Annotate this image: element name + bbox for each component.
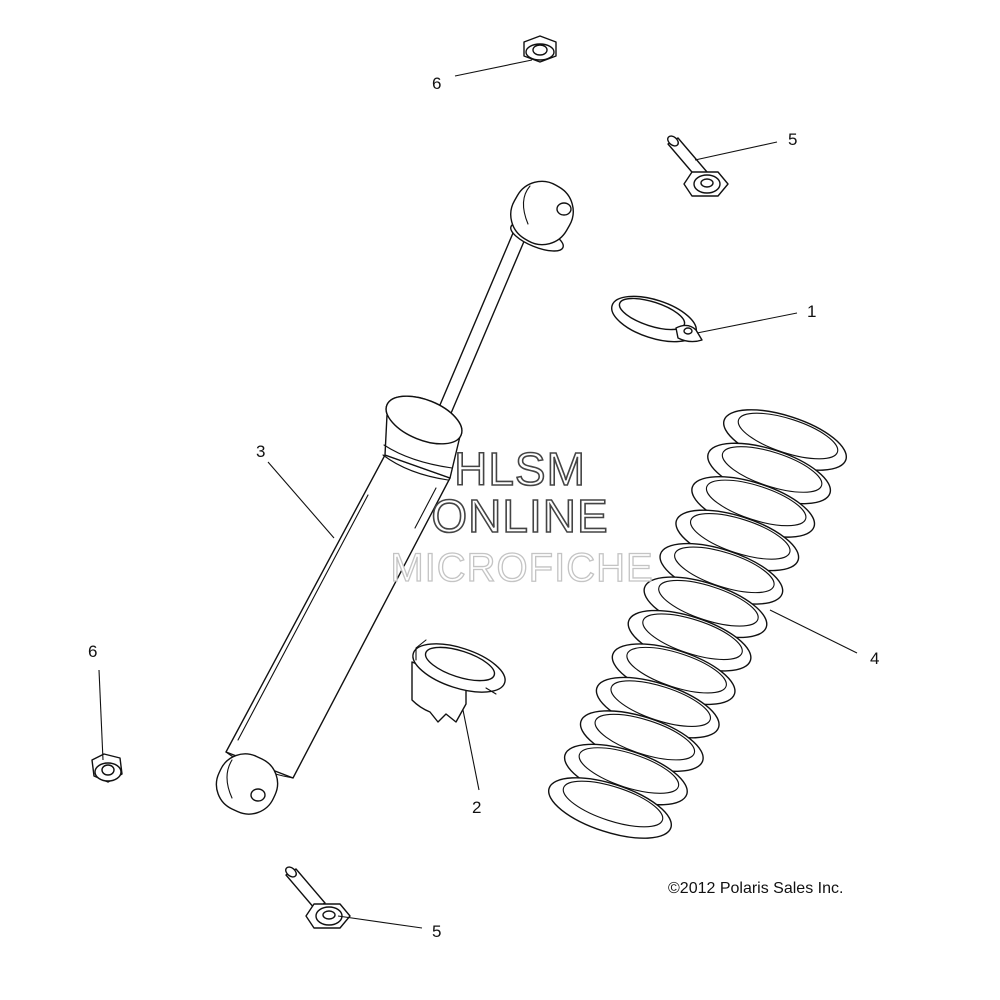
callout-adjuster: 2 <box>472 798 481 817</box>
leader-lines <box>98 59 858 929</box>
leader-bolt-top <box>694 141 778 161</box>
leader-adjuster <box>462 709 480 791</box>
callout-shock: 3 <box>256 442 265 461</box>
spring-adjuster <box>411 639 506 723</box>
nut-left <box>91 753 123 783</box>
nut-top <box>523 35 557 63</box>
leader-spring <box>769 609 858 654</box>
leader-nut-left <box>98 669 104 761</box>
leader-nut-top <box>454 59 533 77</box>
callout-bolt-top: 5 <box>788 130 797 149</box>
watermark: HLSM ONLINE MICROFICHE <box>390 442 654 590</box>
spring-coil-outer <box>547 777 673 839</box>
watermark-line3: MICROFICHE <box>390 546 653 590</box>
copyright-text: ©2012 Polaris Sales Inc. <box>668 880 843 897</box>
callout-nut-left: 6 <box>88 642 97 661</box>
leader-shock <box>267 461 335 539</box>
spring-retainer <box>611 295 703 343</box>
callout-numbers: 6 5 1 3 4 6 2 5 <box>88 74 879 941</box>
callout-retainer: 1 <box>807 302 816 321</box>
shock-absorber <box>215 180 574 815</box>
leader-bolt-bottom <box>337 915 423 929</box>
leader-retainer <box>696 312 798 334</box>
coil-spring <box>547 409 848 839</box>
callout-spring: 4 <box>870 649 879 668</box>
bolt-top <box>667 135 729 197</box>
callout-nut-top: 6 <box>432 74 441 93</box>
bolt-bottom <box>285 866 351 929</box>
watermark-line1: HLSM <box>454 443 586 495</box>
watermark-line2: ONLINE <box>431 490 608 542</box>
callout-bolt-bottom: 5 <box>432 922 441 941</box>
spring-coil-inner <box>562 780 664 828</box>
